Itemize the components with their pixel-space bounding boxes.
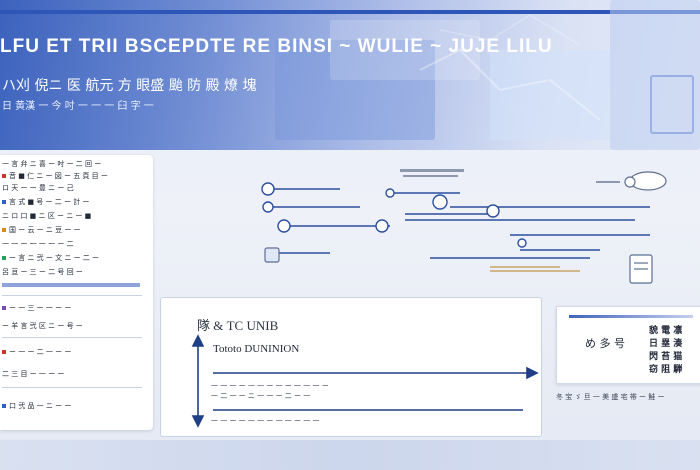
main-heading: Tototo DUNINION [213,343,300,355]
document-icon [264,247,653,284]
hero-top-line [0,10,700,14]
hero-title: LFU ET TRII BSCEPDTE RE BINSI ~ WULIE ~ … [0,36,553,57]
card-label: め 多 号 [585,337,625,350]
list-item-text: 二 三 目 ー 一 ー ー [2,370,65,378]
list-item: 呂 亘 ー 三 ー 二 号 回 ー [2,267,142,277]
list-item-text: ロ 天 ー ー 豊 ニ ー 己 [2,184,74,192]
bullet-icon [2,404,6,408]
main-row-text: 一 一 ー 一 一 一 ー 一 一 ー 一 一 [211,417,320,425]
footnote: 冬 宝 ゞ 旦 一 美 盛 宅 帯 ー 鮭 ー [556,393,665,401]
list-item: ロ 天 ー ー 豊 ニ ー 己 [2,183,142,193]
list-item: ー 一 ー 二 一 ー ー [2,347,142,357]
list-item-text: 国 ー 云 ー ニ 豆 ー ー [9,226,81,234]
highlight-bar [2,283,140,287]
hero-caption: 日 黄漢 一 今 吋 一 一 一 臼 字 一 [2,101,154,111]
flow-line [268,188,650,259]
card-line: 日 塁 湊 [649,339,683,349]
bullet-icon [2,228,6,232]
bottom-band [0,440,700,470]
right-card: め 多 号 貌 電 凛 日 塁 湊 閃 苔 猫 窃 阻 騨 [556,306,700,384]
hero-banner: LFU ET TRII BSCEPDTE RE BINSI ~ WULIE ~ … [0,0,700,150]
card-line: 窃 阻 騨 [649,365,683,375]
list-item: 二 三 目 ー 一 ー ー [2,369,142,379]
list-item: 口 弐 品 一 ニ ー ー [2,401,142,411]
axis-arrows [191,334,539,428]
list-item-text: 口 弐 品 一 ニ ー ー [9,402,72,410]
cloud-icon [624,171,667,191]
text-dots [400,169,620,183]
hero-decoration [330,20,480,80]
list-item-text: 呂 亘 ー 三 ー 二 号 回 ー [2,268,83,276]
bullet-icon [2,256,6,260]
list-item-text: ー 言 ニ 弐 ー 文 ニ ー 二 ー [9,254,100,262]
hero-decoration [490,50,610,140]
list-item: 一 一 ー 一 一 一 ー 二 [2,239,142,249]
divider [2,295,142,296]
bullet-icon [2,174,6,178]
node-icon [261,182,527,248]
list-item-text: 一 一 ー 一 一 一 ー 二 [2,240,74,248]
list-item-text: ー 一 三 ー 一 ー ー [9,304,72,312]
list-item-text: 一 言 弁 ニ 喜 ー 吋 ー 二 回 ー [2,160,102,168]
hero-subtitle: ハ刈 倪ニ 医 航元 方 眼盛 颱 防 殿 燎 塊 [2,78,257,93]
list-item: 言 式 ■ 号 ー 二 ー 計 ー [2,197,142,207]
list-item: ー 言 ニ 弐 ー 文 ニ ー 二 ー [2,253,142,263]
list-item-text: ー 羊 言 弐 区 ニ ー 号 ー [2,322,83,330]
bullet-icon [2,350,6,354]
list-item: 国 ー 云 ー ニ 豆 ー ー [2,225,142,235]
bullet-icon [2,200,6,204]
list-item: ニ ロ 口 ■ ニ 区 ー ニ ー ■ [2,211,142,221]
list-item-text: 言 式 ■ 号 ー 二 ー 計 ー [9,198,90,206]
list-item: 音 ■ 仁 ニ ー 図 ー 五 頁 目 ー [2,171,142,181]
left-text-panel: 一 言 弁 ニ 喜 ー 吋 ー 二 回 ー 音 ■ 仁 ニ ー 図 ー 五 頁 … [0,155,153,430]
list-item-text: ニ ロ 口 ■ ニ 区 ー ニ ー ■ [2,212,92,220]
main-content-panel: 隊 & TC UNIB Tototo DUNINION 一 一 一 ー 一 一 … [160,297,542,437]
main-row-text: 一 二 一 ー ニ 一 一 ー 二 ー 一 [211,392,311,400]
bullet-icon [2,306,6,310]
card-line: 貌 電 凛 [649,326,683,336]
card-top-line [569,315,693,318]
list-item: ー 羊 言 弐 区 ニ ー 号 ー [2,321,142,331]
main-label: 隊 & TC UNIB [197,318,279,333]
list-item-text: 音 ■ 仁 ニ ー 図 ー 五 頁 目 ー [9,172,108,180]
main-row-text: 一 一 一 ー 一 一 ー 一 ー 一 一 一 ー [211,382,329,390]
flow-diagram [261,169,667,284]
card-line: 閃 苔 猫 [649,352,683,362]
card-lines: 貌 電 凛 日 塁 湊 閃 苔 猫 窃 阻 騨 [649,325,699,377]
divider [2,387,142,388]
hero-decoration [275,40,435,140]
hero-decoration [420,14,601,121]
divider [2,337,142,338]
list-item: 一 言 弁 ニ 喜 ー 吋 ー 二 回 ー [2,159,142,169]
flow-line-accent [490,266,580,272]
hero-decoration [650,75,694,134]
list-item-text: ー 一 ー 二 一 ー ー [9,348,72,356]
list-item: ー 一 三 ー 一 ー ー [2,303,142,313]
